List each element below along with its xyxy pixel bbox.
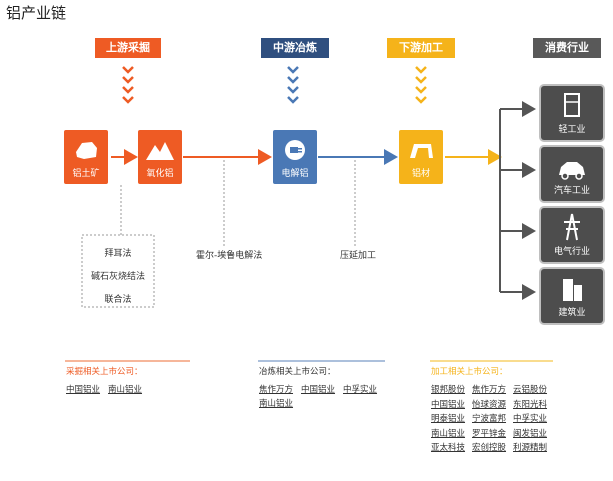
mining-company: 南山铝业 [108, 385, 143, 395]
node-aluminum-label: 铝材 [411, 169, 430, 179]
smelting-company: 中孚实业 [343, 385, 378, 395]
node-electrolytic: 电解铝 [273, 130, 317, 184]
method-0: 拜耳法 [104, 249, 132, 259]
process-rolling: 压延加工 [340, 251, 377, 261]
fridge-icon [564, 93, 580, 117]
smelting-company: 焦作万方 [259, 385, 294, 395]
ingot-icon [410, 144, 433, 158]
smelting-company: 南山铝业 [259, 399, 294, 409]
processing-company: 东阳光科 [513, 399, 548, 410]
processing-company: 闽发铝业 [513, 428, 548, 439]
pylon-icon [564, 213, 580, 241]
stage-consumption: 消费行业 [533, 38, 601, 58]
node-aluminum: 铝材 [399, 130, 443, 184]
processing-company: 宁波富邦 [472, 414, 507, 424]
smelting-company: 中国铝业 [301, 385, 336, 395]
mining-heading: 采掘相关上市公司： [66, 367, 143, 377]
consumer-label-0: 轻工业 [558, 125, 586, 135]
node-alumina: 氧化铝 [138, 130, 182, 184]
method-1: 碱石灰烧结法 [90, 272, 145, 282]
consumer-label-2: 电气行业 [553, 247, 590, 257]
consumer-label-3: 建筑业 [558, 308, 586, 318]
node-bauxite: 铝土矿 [64, 130, 108, 184]
consumer-label-1: 汽车工业 [553, 186, 590, 196]
method-2: 联合法 [104, 295, 132, 305]
processing-company: 利源精制 [513, 443, 548, 453]
node-bauxite-label: 铝土矿 [72, 169, 100, 179]
processing-company: 怡球资源 [472, 399, 507, 410]
processing-company: 云铝股份 [513, 385, 548, 395]
processing-company: 南山铝业 [431, 428, 466, 439]
building-icon [563, 279, 582, 301]
smelting-heading: 冶炼相关上市公司： [259, 367, 336, 377]
chevrons-midstream [287, 66, 299, 104]
mountain-icon [146, 142, 174, 160]
node-alumina-label: 氧化铝 [146, 169, 174, 179]
consumer-auto: 汽车工业 [541, 147, 603, 201]
process-hall: 霍尔-埃鲁电解法 [196, 251, 263, 261]
chevrons-downstream [415, 66, 427, 104]
ore-icon [76, 142, 97, 159]
chevrons-upstream [122, 66, 134, 104]
mining-company: 中国铝业 [66, 385, 101, 395]
page-title: 铝产业链 [6, 4, 67, 22]
processing-company: 银邦股份 [431, 385, 466, 395]
processing-company: 亚太科技 [431, 443, 466, 453]
car-icon [559, 162, 585, 180]
stage-downstream: 下游加工 [387, 38, 455, 58]
node-electrolytic-label: 电解铝 [281, 169, 309, 179]
processing-company: 焦作万方 [472, 385, 507, 395]
processing-company: 宏创控股 [472, 443, 507, 453]
processing-company: 明泰铝业 [431, 414, 466, 424]
processing-company: 中孚实业 [513, 414, 548, 424]
consumer-construction: 建筑业 [541, 269, 603, 323]
consumer-light-industry: 轻工业 [541, 86, 603, 140]
consumer-electrical: 电气行业 [541, 208, 603, 262]
stage-upstream: 上游采掘 [95, 38, 161, 58]
plug-icon [285, 140, 305, 160]
stage-midstream: 中游冶炼 [261, 38, 329, 58]
processing-heading: 加工相关上市公司： [431, 367, 508, 377]
processing-company: 中国铝业 [431, 399, 466, 410]
processing-company: 罗平锌金 [472, 428, 507, 439]
